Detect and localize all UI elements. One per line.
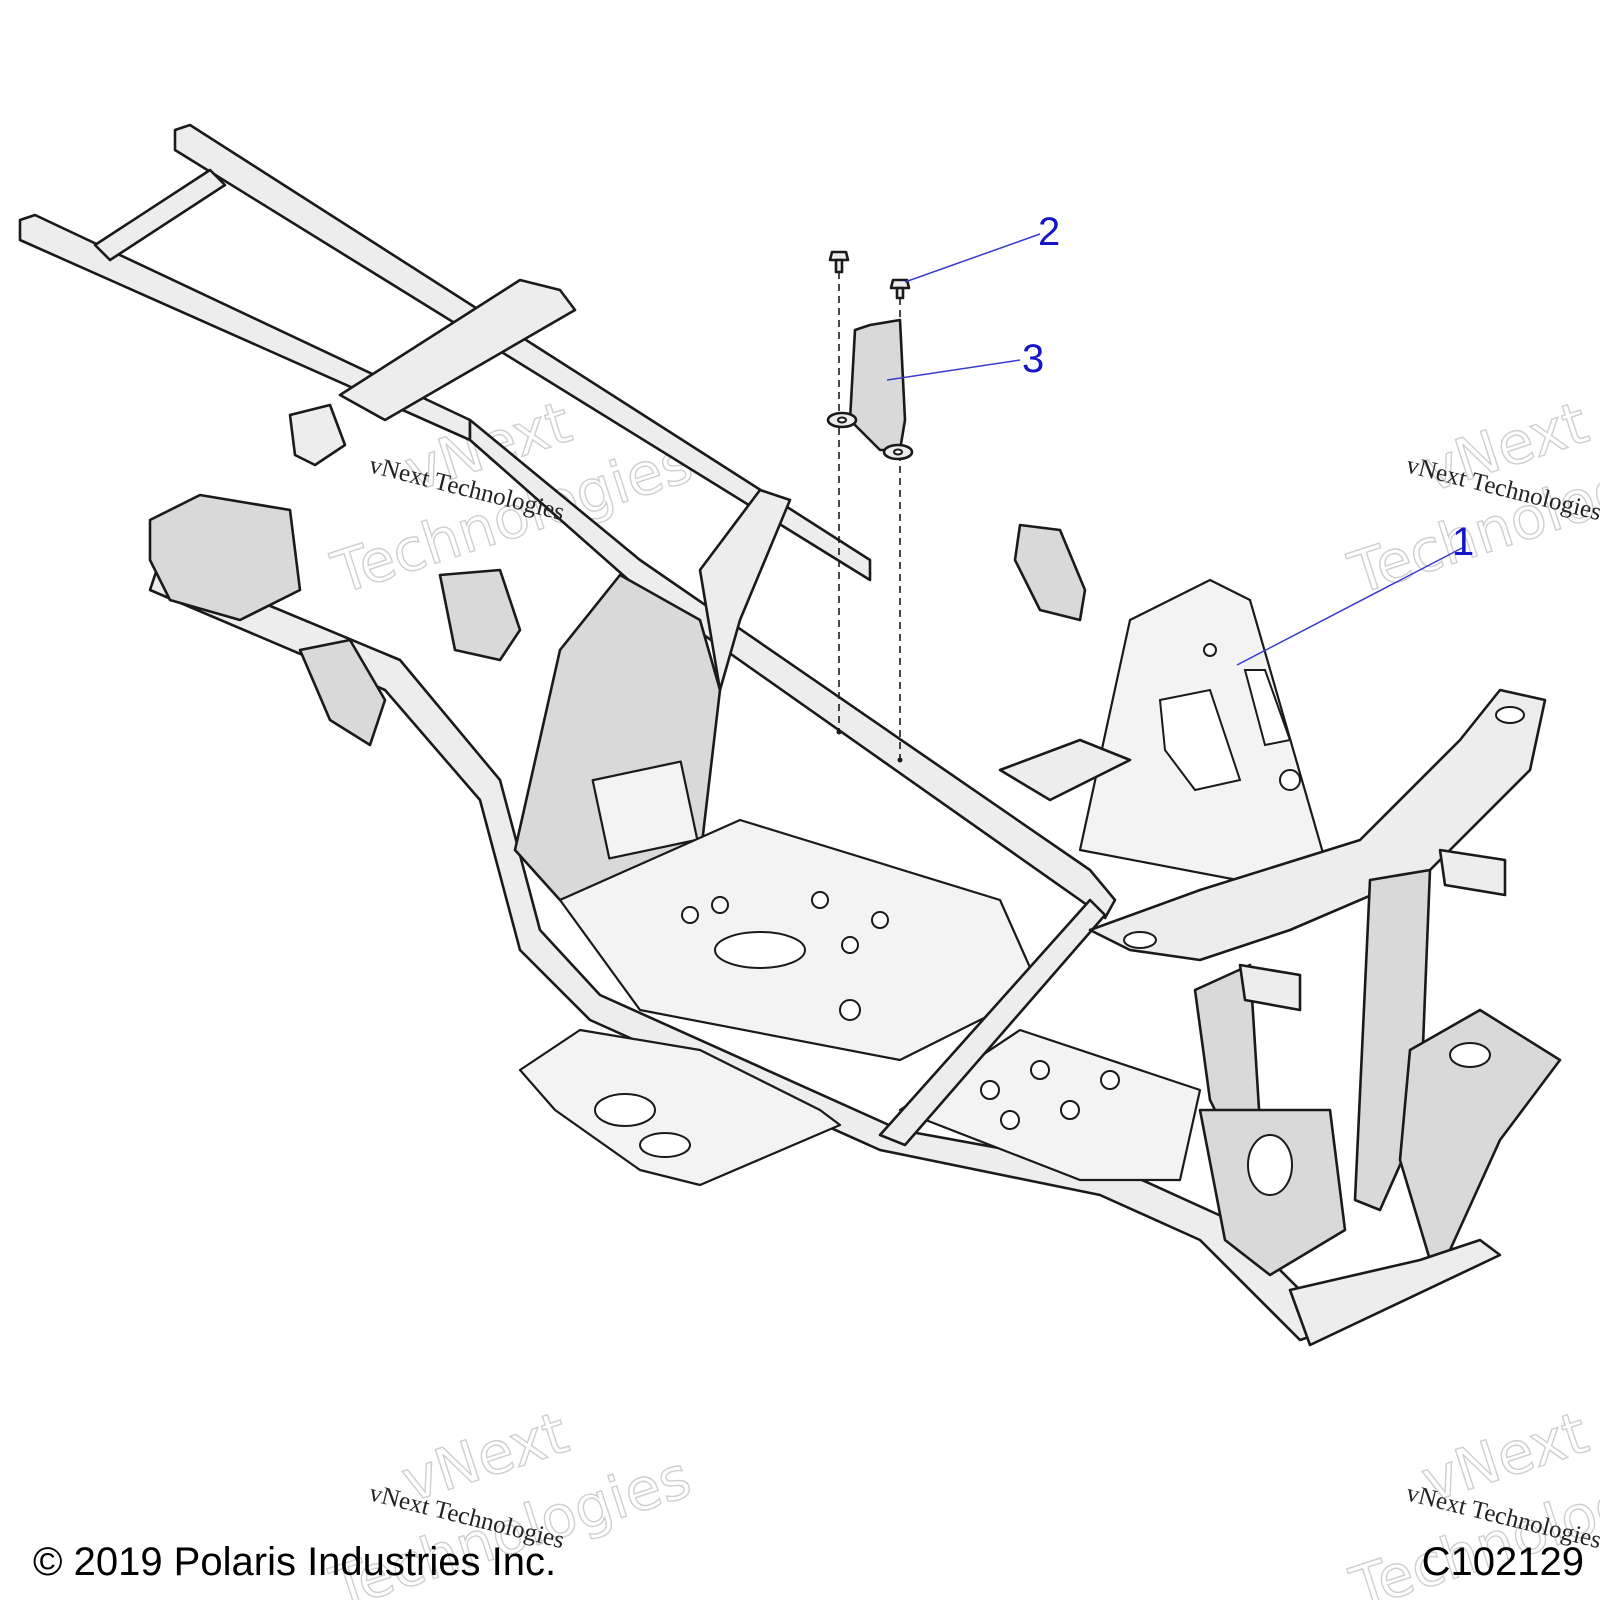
front-lower-rail xyxy=(1288,1238,1502,1347)
rear-upper-mount xyxy=(438,568,522,662)
vehicle-frame xyxy=(18,123,1562,1347)
left-footrest xyxy=(518,1028,842,1187)
rear-left-mount xyxy=(298,638,387,747)
center-upright xyxy=(698,488,792,692)
steering-hole-center xyxy=(1123,931,1157,949)
front-cross-section xyxy=(998,738,1132,802)
fastener-bolt-right xyxy=(889,278,911,300)
leader-2 xyxy=(904,233,1041,283)
seat-support-window xyxy=(591,760,699,860)
rear-bracket-left xyxy=(288,403,347,467)
rear-crossmember xyxy=(338,278,577,422)
front-plate-cutout-left xyxy=(1158,688,1242,792)
rear-cross-tube xyxy=(93,168,227,262)
diagonal-brace xyxy=(878,898,1107,1147)
front-right-bracket xyxy=(1398,1008,1562,1262)
leader-1 xyxy=(1236,547,1463,666)
front-floor-pan xyxy=(898,1028,1202,1182)
steering-hole-top xyxy=(1495,706,1525,724)
diagram-code: C102129 xyxy=(1421,1540,1584,1584)
leader-3 xyxy=(886,359,1021,381)
front-crossbar-stub-left xyxy=(1238,963,1302,1012)
callout-1: 1 xyxy=(1452,520,1474,564)
front-crossbar-stub-right xyxy=(1438,848,1507,897)
fastener-bolt-left xyxy=(828,250,850,274)
rear-left-bracket xyxy=(148,493,302,622)
rear-rail-upper xyxy=(173,123,872,582)
right-fender-bracket xyxy=(1013,523,1087,622)
callout-2: 2 xyxy=(1038,210,1060,254)
mounting-bracket xyxy=(826,318,914,461)
main-top-rail xyxy=(468,418,1117,920)
copyright-text: © 2019 Polaris Industries Inc. xyxy=(33,1540,557,1584)
floor-slot xyxy=(714,931,806,969)
front-plate-cutout-right xyxy=(1243,669,1292,747)
front-steering-support xyxy=(1088,688,1547,962)
callout-3: 3 xyxy=(1022,337,1044,381)
